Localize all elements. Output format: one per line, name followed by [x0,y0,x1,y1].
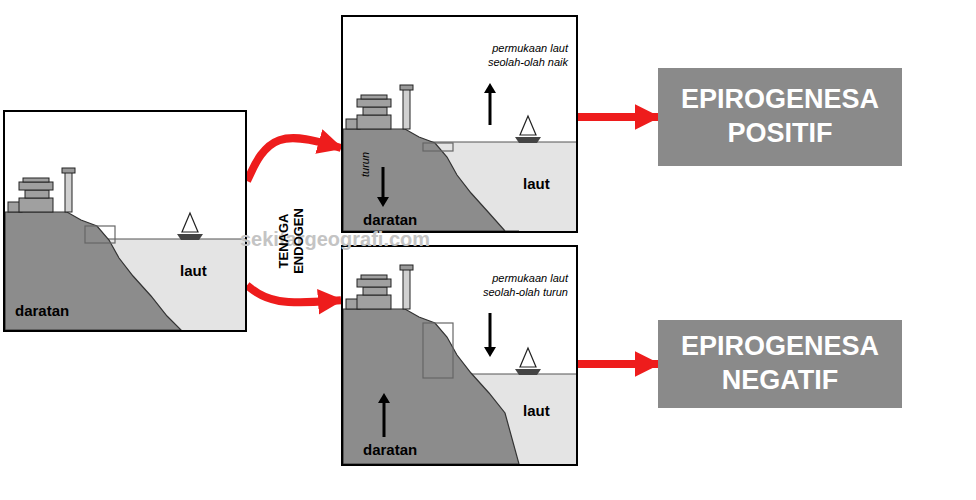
boat [515,348,541,375]
note-text: permukaan laut seolah-olah naik [458,41,568,70]
motion-arrowhead [484,347,496,357]
scene-panel: permukaan laut seolah-olah turun daratan l… [341,245,578,466]
area-label: laut [523,175,550,192]
result-box: EPIROGENESA NEGATIF [658,320,902,408]
motion-arrow [382,167,385,199]
note-text: permukaan laut seolah-olah turun [458,271,568,300]
result-box: EPIROGENESA POSITIF [658,68,902,166]
land [343,309,519,464]
motion-arrowhead [378,393,390,403]
buildings [8,168,75,212]
motion-arrow [383,401,386,437]
force-label: TENAGA ENDOGEN [277,193,307,289]
land [343,129,519,231]
area-label: laut [523,402,550,419]
boat [515,116,541,143]
red-arrow [578,360,658,368]
coast-illustration [5,112,245,330]
buildings [346,85,413,129]
red-arrow [578,113,658,121]
area-label: daratan [15,302,69,319]
motion-arrow [489,91,492,125]
land [5,212,181,330]
box-title: EPIROGENESA POSITIF [670,83,890,151]
area-label: daratan [363,211,417,228]
motion-arrowhead [377,197,389,207]
motion-arrow [489,313,492,349]
motion-arrowhead [484,83,496,93]
boat [177,213,203,240]
area-label: laut [180,262,207,279]
pier [85,226,115,243]
scene-panel: permukaan laut seolah-olah naik turun dara… [341,15,578,233]
box-title: EPIROGENESA NEGATIF [670,330,890,398]
area-label: daratan [363,441,417,458]
red-arrow [247,285,341,302]
pier [423,323,453,378]
scene-panel: daratan laut [3,110,247,332]
buildings [346,265,413,309]
red-arrow [247,138,341,181]
note-text: turun [359,152,371,177]
pier [423,143,453,151]
